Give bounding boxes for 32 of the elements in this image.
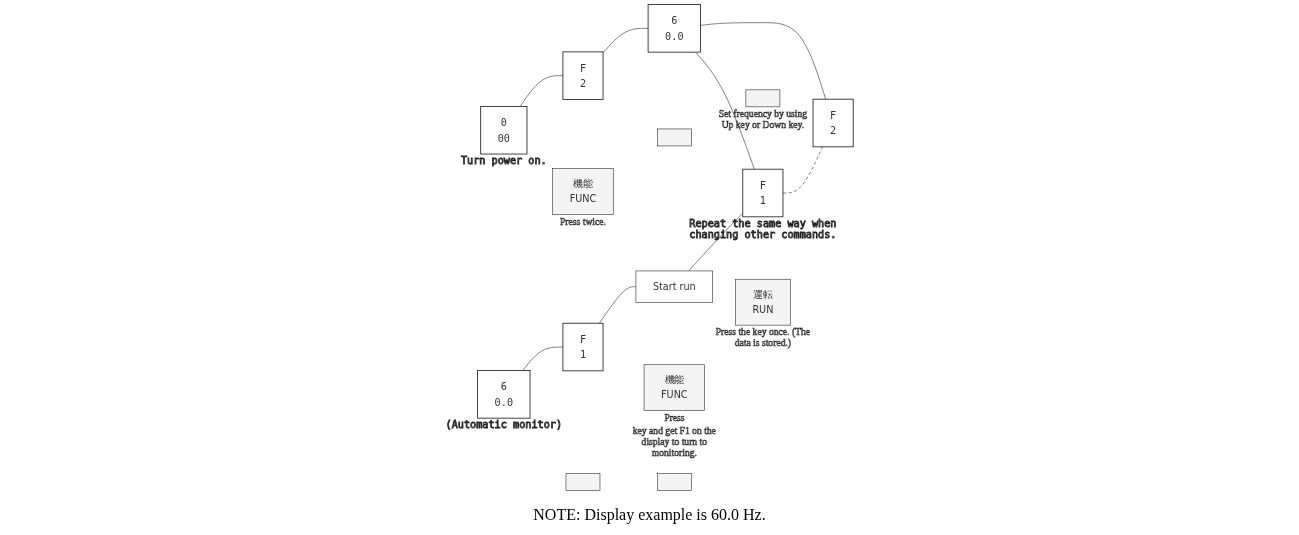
node-box: 運転 RUN: [735, 278, 791, 326]
step-note: (Automatic monitor): [445, 419, 563, 431]
node-box: [565, 473, 601, 491]
step-note: Press the key once. (The data is stored.): [715, 326, 811, 349]
connector: [599, 286, 637, 324]
step-note: Repeat the same way when changing other commands.: [689, 218, 837, 240]
node-box: 0 00: [480, 106, 528, 155]
connector: [695, 51, 755, 170]
step-note: Turn power on.: [461, 155, 547, 167]
connector: [520, 75, 564, 107]
connector: [602, 28, 649, 54]
node-box: F 2: [562, 51, 604, 100]
node-box: 機能 FUNC: [552, 168, 614, 215]
node-box: 機能 FUNC: [643, 364, 705, 411]
note-text: NOTE: Display example is 60.0 Hz.: [533, 506, 766, 524]
node-box: F 2: [812, 98, 854, 148]
connector: [700, 22, 827, 100]
node-box: Start run: [635, 270, 714, 303]
step-note: Press twice.: [560, 215, 607, 227]
step-note: key and get F1 on the display to turn to monitoring.: [632, 425, 716, 458]
step-note: Set frequency by using Up key or Down key.: [718, 108, 808, 130]
node-box: F 1: [562, 322, 604, 372]
node-box: [745, 89, 781, 108]
node-box: 6 0.0: [647, 4, 702, 53]
node-box: F 1: [742, 168, 784, 218]
connector: [522, 346, 564, 371]
step-note: Press: [664, 411, 685, 423]
node-box: 6 0.0: [477, 370, 531, 419]
connector: [688, 212, 744, 272]
node-box: [657, 128, 692, 147]
connector: [782, 146, 823, 194]
node-box: [657, 473, 692, 491]
